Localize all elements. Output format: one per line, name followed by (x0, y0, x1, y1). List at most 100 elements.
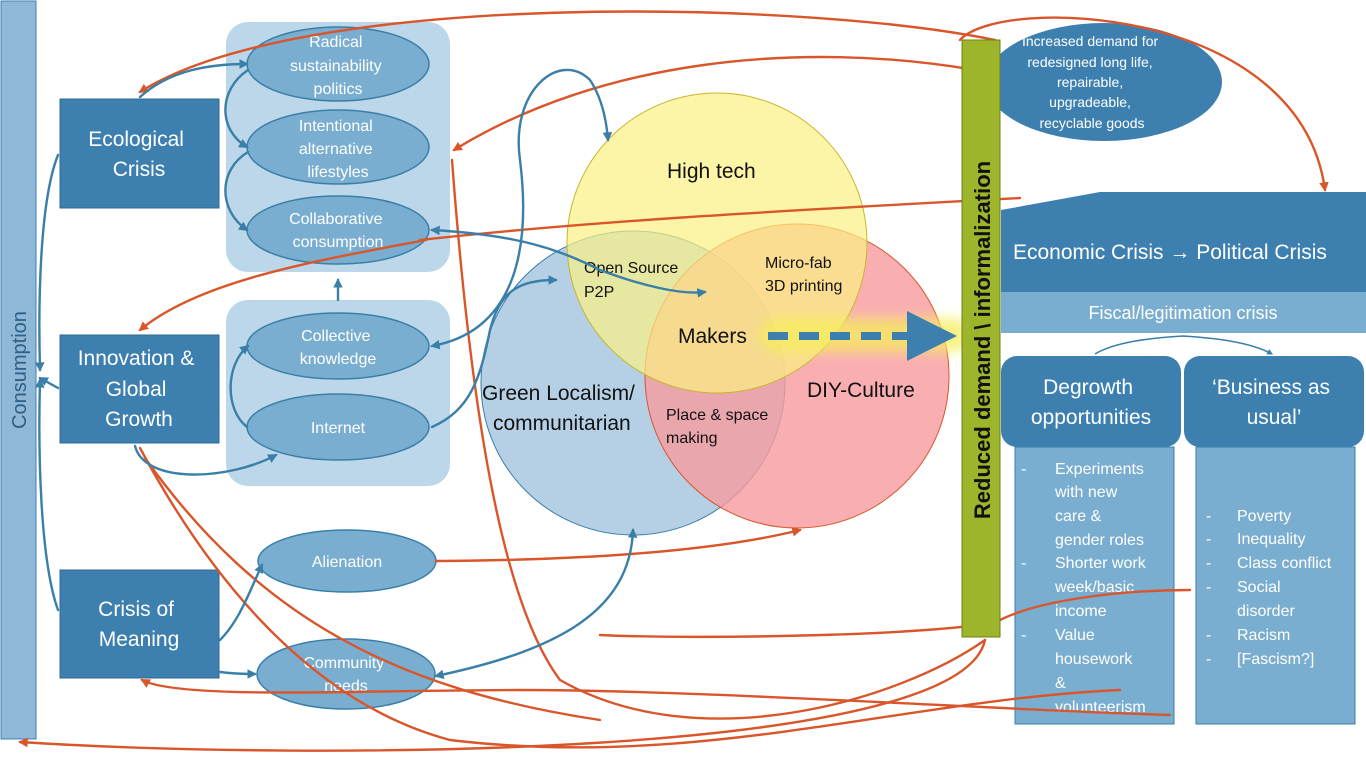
ecological-crisis-box (59, 98, 220, 209)
intentional-line-1: Intentional (299, 118, 373, 135)
degrowth-opportunities-box (1001, 356, 1181, 447)
svg-text:Micro-fab 3D printing: Micro-fab 3D printing (765, 255, 842, 295)
blue-arrow-consumption-innovation (38, 376, 60, 390)
business-title-line-1: ‘Business as (1212, 376, 1330, 399)
crisis-of-meaning-box (59, 569, 220, 679)
degrowth-item-3-l1: Value (1055, 627, 1095, 644)
business-item-5: Racism (1237, 627, 1290, 644)
degrowth-item-3-l3: & (1055, 675, 1066, 692)
svg-text:Place & space making: Place & space making (666, 407, 773, 447)
degrowth-list-box (1014, 446, 1175, 725)
venn-high-tech-label: High tech (667, 160, 756, 183)
degrowth-item-2-l1: Shorter work (1055, 555, 1147, 572)
blue-arrow-meaning-alienation (218, 563, 264, 642)
demand-line-5: recyclable goods (1039, 115, 1144, 131)
demand-line-3: repairable, (1057, 74, 1123, 90)
innovation-line-2: Global (106, 378, 167, 401)
orange-arrow-top-right (958, 16, 1329, 192)
orange-arrow-to-innovation (138, 238, 428, 332)
svg-text:Radical sustainability: Radical sustainability politics (290, 34, 386, 98)
community-needs-oval (256, 638, 436, 710)
business-dash-4: - (1206, 579, 1211, 596)
svg-text:Collective knowledge: Collective knowledge (300, 328, 377, 368)
venn-makers-label: Makers (678, 325, 747, 348)
intentional-line-3: lifestyles (307, 164, 368, 181)
venn-microfab-line-1: Micro-fab (765, 255, 832, 272)
collective-line-1: Collective (301, 328, 370, 345)
degrowth-item-1-l2: with new (1054, 484, 1118, 501)
degrowth-item-1-l1: Experiments (1055, 461, 1144, 478)
internet-label: Internet (311, 420, 366, 437)
collective-line-2: knowledge (300, 351, 377, 368)
ecological-line-2: Crisis (113, 158, 166, 181)
svg-text:Crisis of Meaning: Crisis of Meaning (98, 598, 180, 651)
venn-place-line-1: Place & space (666, 407, 768, 424)
intentional-line-2: alternative (299, 141, 373, 158)
business-item-6: [Fascism?] (1237, 651, 1314, 668)
blue-arrow-consumption-eco (34, 153, 60, 372)
reduced-demand-label: Reduced demand \ informalization (970, 161, 995, 519)
collaborative-line-1: Collaborative (289, 211, 382, 228)
svg-text:Innovation & Global Gr: Innovation & Global Growth (78, 347, 201, 431)
venn-open-source-line-2: P2P (584, 284, 614, 301)
svg-text:‘Business as usual’: ‘Business as usual’ (1212, 376, 1336, 429)
venn-place-line-2: making (666, 430, 718, 447)
business-dash-2: - (1206, 531, 1211, 548)
venn-diy-label: DIY-Culture (807, 379, 915, 402)
svg-text:- Poverty - Inequa: - Poverty - Inequality - Class conflict … (1206, 508, 1336, 668)
meaning-line-2: Meaning (99, 628, 180, 651)
orange-arrow-bottom-long (18, 638, 987, 752)
radical-line-3: politics (314, 81, 363, 98)
collaborative-consumption-oval (246, 195, 430, 265)
business-title-line-2: usual’ (1247, 406, 1302, 429)
blue-arrow-consumption-meaning (34, 378, 60, 612)
svg-text:Degrowth opportunities: Degrowth opportunities (1031, 376, 1151, 429)
svg-text:Increased demand for redes: Increased demand for redesigned long lif… (1022, 33, 1162, 131)
degrowth-item-3-l2: housework (1055, 651, 1133, 668)
economic-crisis-box (1001, 192, 1366, 292)
increased-demand-oval (986, 23, 1222, 141)
business-dash-3: - (1206, 555, 1211, 572)
orange-arrow-top-loop (138, 10, 997, 94)
radical-line-1: Radical (309, 34, 362, 51)
blue-arrow-innovation-internet (133, 444, 278, 476)
orange-arrow-radical (452, 55, 977, 152)
blue-arrow-community-green (434, 528, 638, 680)
business-list-box (1195, 446, 1356, 725)
fiscal-crisis-label: Fiscal/legitimation crisis (1088, 303, 1277, 323)
makers-arrow-head (907, 311, 957, 361)
consumption-label: Consumption (9, 311, 31, 429)
business-dash-1: - (1206, 508, 1211, 525)
degrowth-item-2-l2: week/basic (1054, 579, 1134, 596)
ecological-line-1: Ecological (88, 128, 184, 151)
blue-arrow-internet-green (430, 275, 558, 429)
degrowth-item-1-l3: care & (1055, 508, 1102, 525)
economic-crisis-title: Economic Crisis → Political Crisis (1013, 241, 1327, 264)
business-dash-5: - (1206, 627, 1211, 644)
orange-arrow-innovation-long (138, 446, 1122, 749)
orange-arrow-meaning-to-community (143, 456, 602, 722)
svg-text:Collaborative consumption: Collaborative consumption (289, 211, 387, 251)
fiscal-split-arrows (1094, 335, 1272, 354)
orange-arrow-meaning-loop (140, 678, 1172, 717)
collaborative-line-2: consumption (293, 234, 384, 251)
blue-arrow-radical-intentional (224, 68, 250, 149)
blue-arrow-intentional-collab (224, 150, 250, 232)
demand-line-4: upgradeable, (1049, 94, 1131, 110)
innovation-line-1: Innovation & (78, 347, 195, 370)
business-item-2: Inequality (1237, 531, 1306, 548)
degrowth-title-line-1: Degrowth (1043, 376, 1133, 399)
venn-microfab-line-2: 3D printing (765, 278, 842, 295)
degrowth-item-1-l4: gender roles (1055, 532, 1144, 549)
svg-text:Intentional alternative: Intentional alternative lifestyles (299, 118, 377, 181)
business-item-4-l1: Social (1237, 579, 1281, 596)
business-as-usual-box (1184, 356, 1364, 447)
degrowth-item-2-l3: income (1055, 603, 1107, 620)
svg-text:Green Localism/ communitar: Green Localism/ communitarian (482, 382, 641, 435)
degrowth-dash-2: - (1021, 555, 1026, 572)
innovation-growth-box (59, 334, 220, 444)
degrowth-dash-1: - (1021, 461, 1026, 478)
community-line-1: Community (303, 655, 384, 672)
orange-arrow-community-large (450, 158, 987, 720)
